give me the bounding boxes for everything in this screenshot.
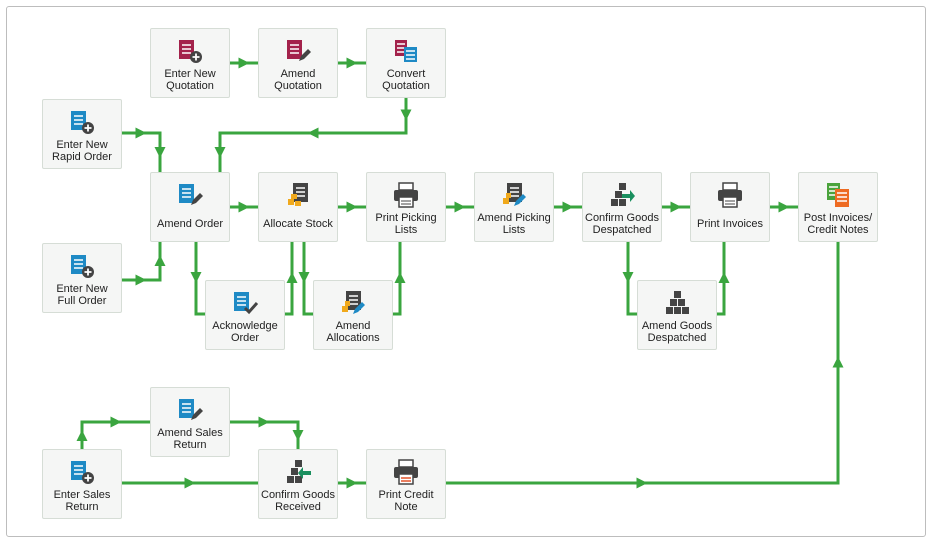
arrowhead [76,430,88,441]
arrowhead [454,201,466,213]
node-print-picking-lists[interactable]: Print Picking Lists [366,172,446,242]
arrowhead [154,255,166,266]
node-enter-new-rapid-order[interactable]: Enter New Rapid Order [42,99,122,169]
node-label: Enter Sales Return [53,489,111,513]
arrowhead [832,356,844,368]
node-label: Print Invoices [696,218,764,230]
arrowhead [184,477,196,489]
arrowhead [718,272,730,283]
node-label: Acknowledge Order [212,320,278,344]
arrowhead [346,57,358,69]
picking-list-edit-icon [503,183,526,206]
arrowhead [394,272,406,283]
node-label: Amend Order [156,218,224,230]
node-enter-new-full-order[interactable]: Enter New Full Order [42,243,122,313]
edge-amend-return-to-confirm-received [230,420,300,449]
goods-despatch-icon [611,183,635,206]
printer-red-icon [394,459,418,485]
arrowhead [562,201,574,213]
printer-icon [394,182,418,208]
arrowhead [622,272,634,283]
node-amend-goods-despatched[interactable]: Amend Goods Despatched [637,280,717,350]
printer-icon [718,182,742,208]
order-acknowledge-icon [234,292,258,315]
arrowhead [307,127,319,139]
order-add-icon [71,111,94,134]
edge-allocate-stock-to-amend-allocations [302,241,313,316]
quotation-convert-icon [395,40,417,62]
node-label: Allocate Stock [263,218,333,230]
stock-allocate-icon [288,183,308,206]
edge-acknowledge-to-allocate-stock [285,241,294,316]
return-add-icon [71,461,94,484]
node-label: Enter New Rapid Order [52,139,112,163]
order-edit-icon [179,184,203,205]
arrowhead [298,272,310,283]
node-label: Confirm Goods Despatched [585,212,659,236]
edge-sales-return-to-amend-return [80,420,150,449]
node-enter-sales-return[interactable]: Enter Sales Return [42,449,122,519]
post-documents-icon [827,183,849,207]
node-print-credit-note[interactable]: Print Credit Note [366,449,446,519]
node-confirm-goods-despatched[interactable]: Confirm Goods Despatched [582,172,662,242]
node-post-invoices-credit-notes[interactable]: Post Invoices/ Credit Notes [798,172,878,242]
arrowhead [400,109,412,121]
node-amend-quotation[interactable]: Amend Quotation [258,28,338,98]
node-print-invoices[interactable]: Print Invoices [690,172,770,242]
arrowhead [238,201,250,213]
goods-receive-icon [287,460,311,483]
node-enter-new-quotation[interactable]: Enter New Quotation [150,28,230,98]
arrowhead [190,272,202,283]
node-confirm-goods-received[interactable]: Confirm Goods Received [258,449,338,519]
node-convert-quotation[interactable]: Convert Quotation [366,28,446,98]
node-label: Print Picking Lists [375,212,437,236]
node-amend-sales-return[interactable]: Amend Sales Return [150,387,230,457]
node-label: Amend Allocations [326,320,380,344]
allocation-edit-icon [342,291,365,314]
quotation-edit-icon [287,40,311,61]
node-label: Amend Quotation [274,68,322,92]
edge-amend-allocations-to-print-picking [393,241,402,316]
arrowhead [135,274,147,286]
goods-stack-icon [666,291,689,314]
arrowhead [135,127,147,139]
arrowhead [258,416,270,428]
edge-amend-order-to-acknowledge [194,241,205,316]
edge-full-order-to-amend-order [122,241,162,282]
node-amend-order[interactable]: Amend Order [150,172,230,242]
order-add-icon [71,255,94,278]
node-label: Confirm Goods Received [261,489,335,513]
node-label: Amend Goods Despatched [641,320,713,344]
node-label: Convert Quotation [382,68,430,92]
edge-rapid-order-to-amend-order [122,131,162,172]
node-label: Amend Sales Return [157,427,223,451]
arrowhead [636,477,648,489]
arrowhead [346,201,358,213]
return-edit-icon [179,399,203,420]
node-label: Post Invoices/ Credit Notes [803,212,873,236]
node-amend-allocations[interactable]: Amend Allocations [313,280,393,350]
arrowhead [292,430,304,441]
quotation-add-icon [179,40,202,63]
node-acknowledge-order[interactable]: Acknowledge Order [205,280,285,350]
node-allocate-stock[interactable]: Allocate Stock [258,172,338,242]
node-label: Enter New Quotation [164,68,216,92]
arrowhead [154,147,166,158]
arrowhead [670,201,682,213]
arrowhead [238,57,250,69]
arrowhead [110,416,122,428]
arrowhead [346,477,358,489]
arrowhead [214,147,226,158]
edge-print-credit-to-post [446,241,840,485]
node-label: Amend Picking Lists [477,212,551,236]
edge-amend-goods-to-print-invoices [717,241,726,316]
node-amend-picking-lists[interactable]: Amend Picking Lists [474,172,554,242]
arrowhead [286,272,298,283]
node-label: Enter New Full Order [56,283,108,307]
node-label: Print Credit Note [378,489,434,513]
arrowhead [778,201,790,213]
edge-confirm-despatch-to-amend-goods [626,241,637,316]
